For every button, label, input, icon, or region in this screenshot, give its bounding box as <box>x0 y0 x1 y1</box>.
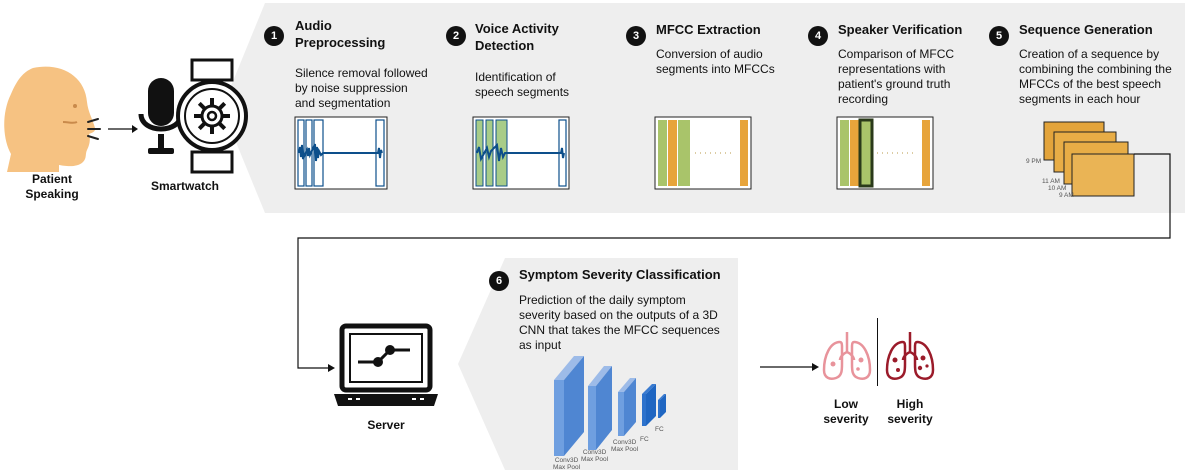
sequence-time-10am: 10 AM <box>1048 185 1067 192</box>
patient-face-icon <box>4 66 96 172</box>
audio-preprocessing-waveform <box>294 116 388 190</box>
step-2-number: 2 <box>446 26 466 46</box>
patient-label: Patient Speaking <box>10 172 94 202</box>
step-6-number: 6 <box>489 271 509 291</box>
high-severity-lungs-icon <box>885 332 935 380</box>
speaker-verification-chart <box>836 116 934 190</box>
sequence-time-9pm: 9 PM <box>1026 158 1042 165</box>
step-5-number: 5 <box>989 26 1009 46</box>
patient-label-line2: Speaking <box>25 187 79 201</box>
patient-label-line1: Patient <box>31 172 72 186</box>
step-3-number: 3 <box>626 26 646 46</box>
cnn-architecture <box>554 356 666 456</box>
voice-activity-waveform <box>472 116 570 190</box>
sequence-time-9am: 9 AM <box>1059 192 1074 199</box>
step-5-title: Sequence Generation <box>1019 22 1153 37</box>
smartwatch-icon <box>176 58 248 174</box>
severity-divider <box>877 318 878 386</box>
sequence-stack <box>1043 121 1135 197</box>
speech-waves-icon <box>87 118 101 140</box>
step-3-title: MFCC Extraction <box>656 22 761 37</box>
step-1-number: 1 <box>264 26 284 46</box>
smartwatch-label: Smartwatch <box>150 179 220 193</box>
microphone-icon <box>138 78 184 154</box>
sequence-time-11am: 11 AM <box>1042 178 1060 185</box>
step-4-number: 4 <box>808 26 828 46</box>
arrow-cnn-to-severity <box>760 363 819 371</box>
cnn-label-fc1: FC <box>640 436 649 443</box>
server-label: Server <box>367 418 405 432</box>
mfcc-extraction-chart <box>654 116 752 190</box>
cnn-label-fc2: FC <box>655 426 664 433</box>
low-severity-lungs-icon <box>822 332 872 380</box>
step-4-title: Speaker Verification <box>838 22 963 37</box>
server-laptop-icon <box>334 323 438 406</box>
step-6-title: Symptom Severity Classification <box>519 267 721 282</box>
arrow-patient-to-watch <box>108 125 138 133</box>
